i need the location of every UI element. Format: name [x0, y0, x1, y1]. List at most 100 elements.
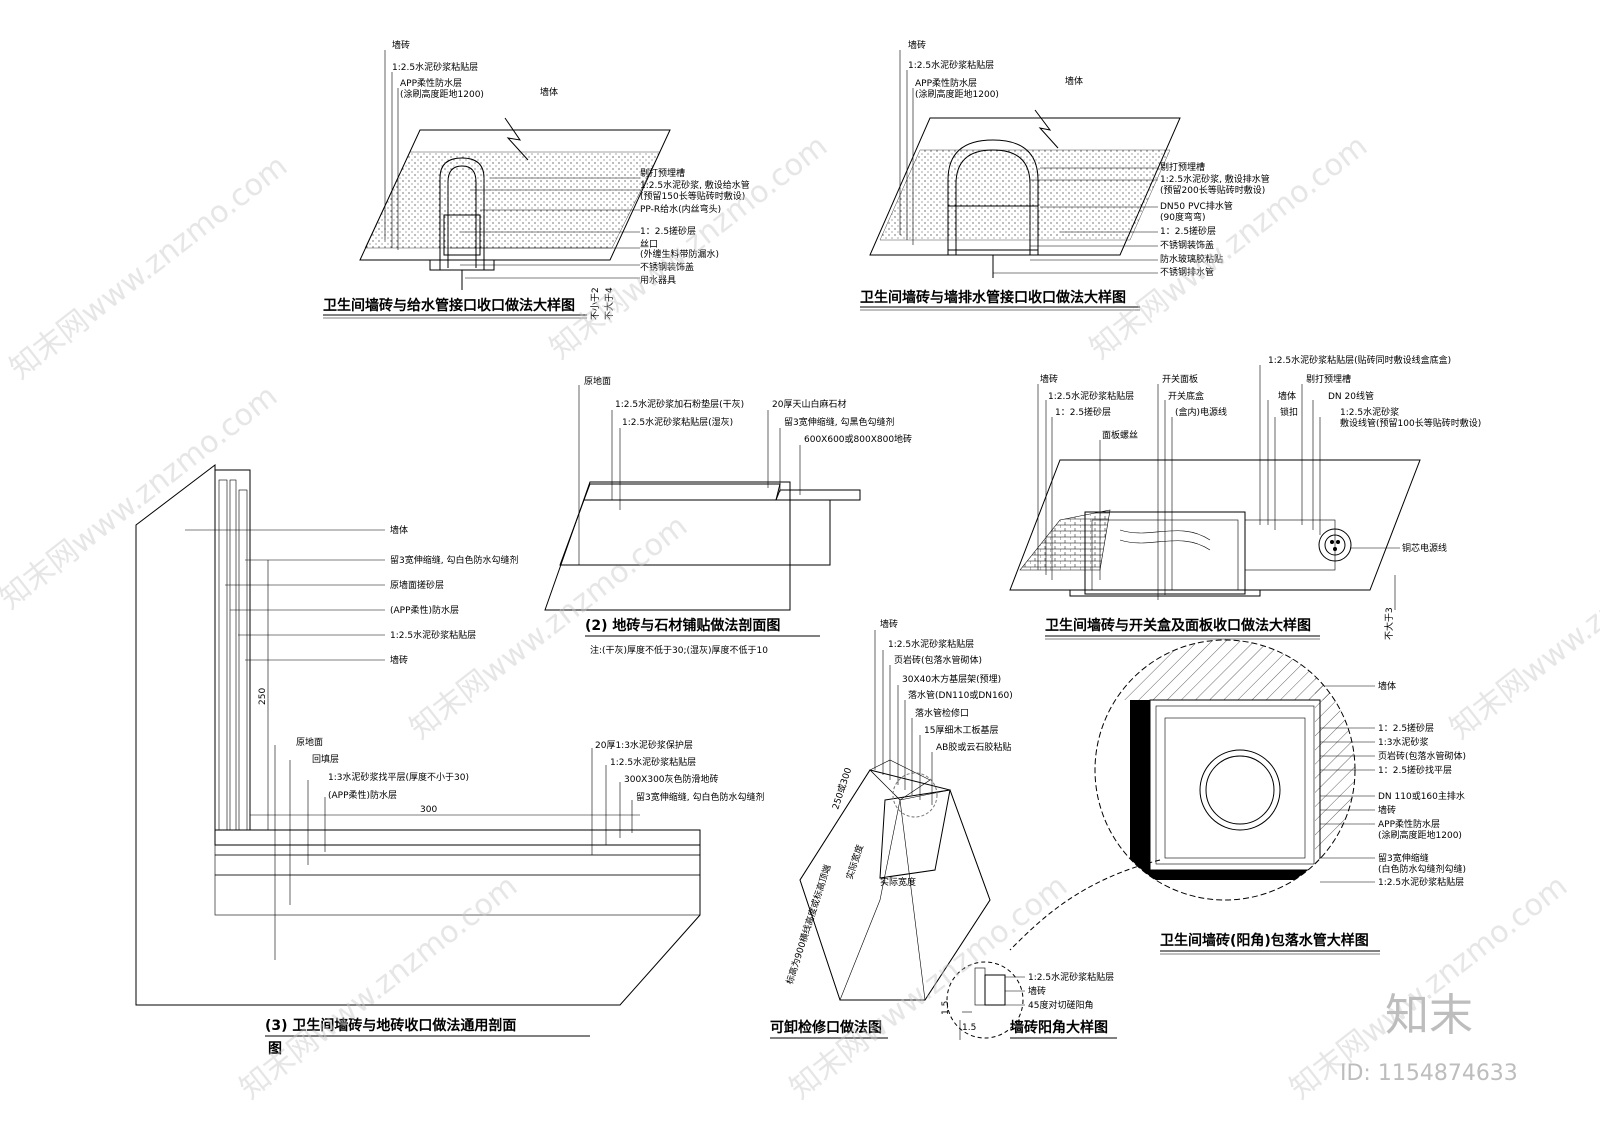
- diagram-water-supply-pipe: 墙砖 1:2.5水泥砂浆粘贴层 APP柔性防水层 (涂刷高度距地1200) 墙体…: [323, 39, 750, 320]
- d7-label-8: (涂刷高度距地1200): [1378, 829, 1462, 841]
- d4-label-2: 1：2.5搓砂层: [1055, 406, 1111, 418]
- d2-label-0: 墙砖: [908, 39, 926, 51]
- d1-label-2: APP柔性防水层: [400, 77, 462, 89]
- d6-dim-3: 标高为900横线高度或标高顶端: [783, 863, 833, 986]
- d5-floorr-3: 留3宽伸缩缝, 勾白色防水勾缝剂: [636, 791, 764, 803]
- d7-label-11: 1:2.5水泥砂浆粘贴层: [1378, 876, 1464, 888]
- d4-label-13: 敷设线管(预留100长等贴砖时敷设): [1340, 417, 1481, 429]
- d6-label-4: 落水管(DN110或DN160): [908, 689, 1013, 701]
- d4-label-9: 1:2.5水泥砂浆粘贴层(贴砖同时敷设线盒底盒): [1268, 354, 1451, 366]
- d6-label-1: 1:2.5水泥砂浆粘贴层: [888, 638, 974, 650]
- d5-floor-0: 原地面: [296, 736, 323, 748]
- d3-label-3: 20厚天山白麻石材: [772, 398, 846, 410]
- d4-label-14: 铜芯电源线: [1402, 542, 1447, 554]
- d8-dim-1: 1.5: [962, 1023, 976, 1033]
- d7-label-6: 墙砖: [1378, 804, 1396, 816]
- d7-label-0: 墙体: [1378, 680, 1396, 692]
- d5-title-2: 图: [268, 1041, 282, 1057]
- d4-label-10: 剔打预埋槽: [1306, 373, 1351, 385]
- d6-label-6: 15厚细木工板基层: [924, 724, 998, 736]
- d1-label-1: 1:2.5水泥砂浆粘贴层: [392, 61, 478, 73]
- d1-label-9: 1：2.5搓砂层: [640, 225, 696, 237]
- d5-floor-2: 1:3水泥砂浆找平层(厚度不小于30): [328, 771, 469, 783]
- d6-label-5: 落水管检修口: [915, 707, 969, 719]
- d2-label-7: (预留200长等贴砖时敷设): [1160, 184, 1265, 196]
- d1-dim-1: 不大于4: [603, 287, 615, 320]
- d2-label-8: DN50 PVC排水管: [1160, 200, 1233, 212]
- d5-wall-3: (APP柔性)防水层: [390, 604, 459, 616]
- d1-title: 卫生间墙砖与给水管接口收口做法大样图: [323, 297, 575, 314]
- d2-label-3: (涂刷高度距地1200): [915, 88, 999, 100]
- diagram-floor-tile-stone: 原地面 1:2.5水泥砂浆加石粉垫层(干灰) 1:2.5水泥砂浆粘贴层(湿灰) …: [544, 375, 912, 656]
- d5-dim-1: 300: [420, 805, 437, 815]
- d5-wall-2: 原墙面搓砂层: [390, 579, 444, 591]
- d4-dim-0: 不大于3: [1383, 607, 1395, 640]
- d1-label-12: 不锈钢装饰盖: [640, 261, 694, 273]
- d7-label-10: (白色防水勾缝剂勾缝): [1378, 863, 1466, 875]
- d1-label-13: 用水器具: [640, 274, 676, 286]
- diagram-tile-corner-detail: 1:2.5水泥砂浆粘贴层 墙砖 45度对切磋阳角 1.5 1.5 墙砖阳角大样图: [941, 961, 1117, 1040]
- d2-label-10: 1：2.5搓砂层: [1160, 225, 1216, 237]
- d6-label-3: 30X40木方基层架(预埋): [902, 673, 1001, 685]
- d6-dim-2: 实际宽度: [880, 876, 916, 888]
- d8-label-0: 1:2.5水泥砂浆粘贴层: [1028, 971, 1114, 983]
- d1-label-8: PP-R给水(内丝弯头): [640, 203, 721, 215]
- d3-label-0: 原地面: [584, 375, 611, 387]
- d5-floor-3: (APP柔性)防水层: [328, 789, 397, 801]
- diagram-corner-drain-pipe: 墙体 1：2.5搓砂层 1:3水泥砂浆 页岩砖(包落水管砌体) 1：2.5搓砂找…: [1009, 639, 1466, 955]
- d7-label-7: APP柔性防水层: [1378, 818, 1440, 830]
- d1-dim-0: 不小于2: [590, 287, 601, 320]
- d8-label-2: 45度对切磋阳角: [1028, 999, 1093, 1011]
- d8-dim-0: 1.5: [941, 1001, 951, 1015]
- d4-label-12: 1:2.5水泥砂浆: [1340, 406, 1399, 418]
- d5-dim-0: 250: [258, 688, 268, 705]
- d6-dim-0: 250或300: [829, 766, 854, 811]
- d7-label-2: 1:3水泥砂浆: [1378, 736, 1429, 748]
- d7-label-5: DN 110或160主排水: [1378, 790, 1465, 802]
- d3-label-4: 留3宽伸缩缝, 勾黑色勾缝剂: [784, 416, 894, 428]
- d7-label-9: 留3宽伸缩缝: [1378, 852, 1429, 864]
- d2-label-2: APP柔性防水层: [915, 77, 977, 89]
- d3-label-5: 600X600或800X800地砖: [804, 433, 912, 445]
- d7-label-1: 1：2.5搓砂层: [1378, 722, 1434, 734]
- d5-wall-0: 墙体: [390, 524, 408, 536]
- d4-label-5: 开关底盒: [1168, 390, 1204, 402]
- d6-label-7: AB胶或云石胶粘贴: [936, 741, 1011, 753]
- watermark-id: ID: 1154874633: [1340, 1061, 1518, 1086]
- watermark-site-7: 知末网www.znzmo.com: [233, 868, 524, 1106]
- d4-label-0: 墙砖: [1040, 373, 1058, 385]
- d6-label-2: 页岩砖(包落水管砌体): [894, 654, 982, 666]
- d5-floor-1: 回填层: [312, 753, 339, 765]
- d7-title: 卫生间墙砖(阳角)包落水管大样图: [1160, 932, 1369, 949]
- d3-label-1: 1:2.5水泥砂浆加石粉垫层(干灰): [615, 398, 744, 410]
- d5-title: (3) 卫生间墙砖与地砖收口做法通用剖面: [265, 1017, 516, 1034]
- d6-title: 可卸检修口做法图: [770, 1019, 882, 1036]
- diagram-switch-box: 墙砖 1:2.5水泥砂浆粘贴层 1：2.5搓砂层 面板螺丝 开关面板 开关底盒 …: [1009, 354, 1481, 640]
- d4-label-11: DN 20线管: [1328, 390, 1374, 402]
- d2-label-5: 剔打预埋槽: [1160, 161, 1205, 173]
- d6-label-0: 墙砖: [880, 618, 898, 630]
- d3-title: (2) 地砖与石材铺贴做法剖面图: [585, 617, 780, 634]
- d5-wall-5: 墙砖: [390, 654, 408, 666]
- d4-label-6: (盒内)电源线: [1175, 406, 1227, 418]
- d1-label-3: (涂刷高度距地1200): [400, 88, 484, 100]
- diagram-drain-pipe: 墙砖 1:2.5水泥砂浆粘贴层 APP柔性防水层 (涂刷高度距地1200) 墙体…: [860, 39, 1270, 311]
- d6-dim-1: 实际宽度: [843, 843, 866, 881]
- d1-label-7: (预留150长等贴砖时敷设): [640, 190, 745, 202]
- d2-label-4: 墙体: [1065, 75, 1083, 87]
- d5-wall-4: 1:2.5水泥砂浆粘贴层: [390, 629, 476, 641]
- diagram-wall-floor-section: 250 300 墙体 留3宽伸缩缝, 勾白色防水勾缝剂 原墙面搓砂层 (APP柔…: [135, 463, 764, 1057]
- d1-label-5: 剔打预埋槽: [640, 167, 685, 179]
- d1-label-6: 1:2.5水泥砂浆, 敷设给水管: [640, 179, 750, 191]
- d2-label-12: 防水玻璃胶粘贴: [1160, 253, 1223, 265]
- d1-label-10: 丝口: [640, 238, 658, 250]
- d2-label-13: 不锈钢排水管: [1160, 266, 1214, 278]
- d8-title: 墙砖阳角大样图: [1010, 1019, 1108, 1036]
- d7-label-4: 1：2.5搓砂找平层: [1378, 764, 1452, 776]
- d2-label-9: (90度弯弯): [1160, 211, 1205, 223]
- watermark-site-4: 知末网www.znzmo.com: [0, 378, 284, 616]
- d5-floorr-0: 20厚1:3水泥砂浆保护层: [595, 739, 693, 751]
- d7-label-3: 页岩砖(包落水管砌体): [1378, 750, 1466, 762]
- d4-label-7: 墙体: [1278, 390, 1296, 402]
